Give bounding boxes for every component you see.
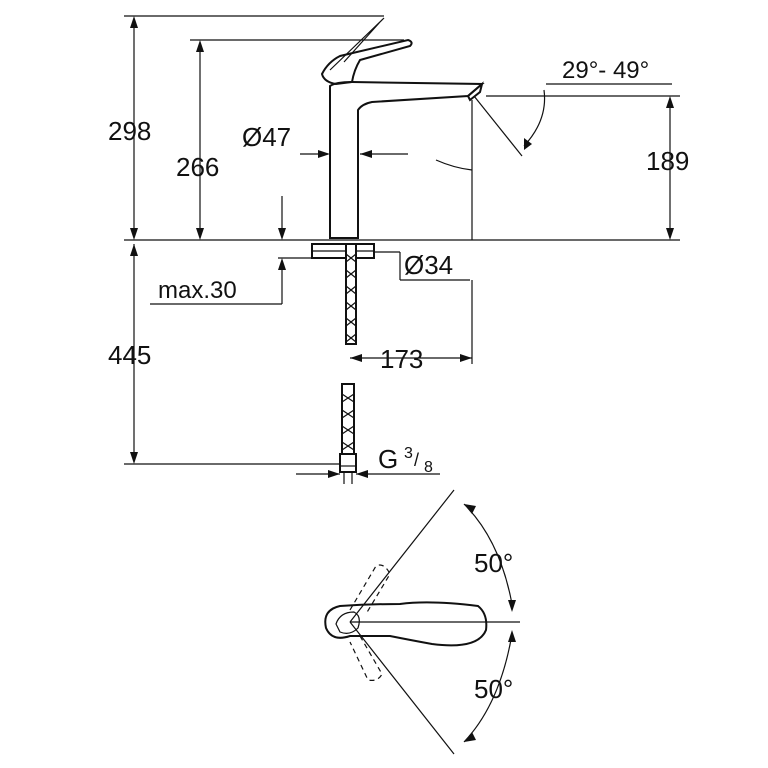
lever-top-shape [324,601,488,647]
spout-tip [466,81,484,102]
lever-top-view [324,489,520,755]
label-diameter-hole: Ø34 [404,250,453,280]
label-below-deck: 445 [108,340,151,370]
dimension-labels: 298 266 Ø47 29°- 49° 189 Ø34 max.30 445 … [108,57,689,704]
lever-left-position [349,564,391,615]
faucet-side-view [124,17,680,484]
label-diameter-body: Ø47 [242,122,291,152]
lever-handle-open-position [329,17,385,71]
label-connection-num: 3 [404,445,413,462]
label-height-spout: 266 [176,152,219,182]
hose-connector [339,453,357,473]
label-swivel-angle: 29°- 49° [562,57,649,84]
label-connection-den: 8 [424,459,433,476]
label-lever-angle-top: 50° [474,548,513,578]
label-connection-base: G [378,444,398,474]
label-max-thickness: max.30 [158,277,237,304]
label-projection: 173 [380,344,423,374]
label-connection-slash: / [414,450,419,470]
threaded-rod [345,243,357,345]
faucet-body [329,80,485,239]
lever-handle [320,38,413,86]
label-height-total: 298 [108,116,151,146]
label-spout-height: 189 [646,146,689,176]
dimension-lines [124,15,680,478]
label-lever-angle-bottom: 50° [474,674,513,704]
